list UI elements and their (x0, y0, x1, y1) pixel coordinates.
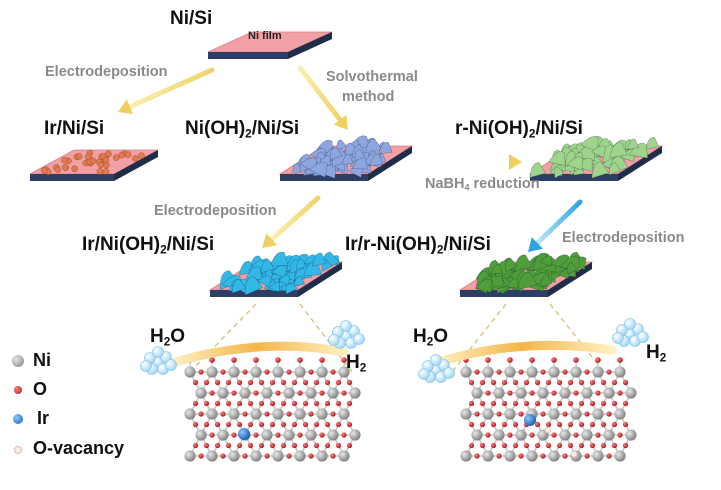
label-ir-r-niohh-ni-si: Ir/r-Ni(OH)2/Ni/Si (345, 234, 491, 257)
process-arrows (118, 65, 583, 252)
label-h2-left: H2 (346, 352, 367, 375)
zoom-line-left-a (189, 303, 257, 373)
arrow-to-ir-niohh-ni-si (262, 195, 321, 248)
reaction-curve-left (163, 341, 349, 369)
step-solvothermal-line2: method (342, 89, 395, 105)
zoom-guide-lines (189, 303, 605, 373)
r-niohh-flakes (529, 136, 660, 179)
zoom-line-right-b (549, 303, 605, 373)
legend-ir-label: Ir (37, 408, 50, 428)
legend-ni-label: Ni (33, 350, 51, 370)
label-ni-si: Ni/Si (170, 8, 213, 29)
niohh-flakes (292, 135, 393, 179)
legend-o-vacancy-dot (14, 446, 22, 454)
gas-bubbles (140, 318, 649, 383)
atomic-lattices (184, 357, 637, 462)
plate-r-niohh-ni-si (528, 136, 664, 181)
bubbles-h2-right (612, 318, 649, 347)
reaction-curves (163, 340, 617, 369)
zoom-line-right-a (451, 303, 507, 373)
ir-particles (40, 149, 145, 175)
ir-niohh-flakes (219, 251, 340, 296)
plate-niohh-ni-si (278, 135, 414, 181)
step-solvothermal-line1: Solvothermal (326, 69, 418, 85)
plate-ni-si (207, 31, 333, 59)
bubbles-h2o-right (418, 354, 455, 383)
label-h2o-right: H2O (413, 326, 449, 349)
plate-ir-niohh-ni-si (208, 251, 344, 297)
label-ni-film: Ni film (248, 30, 282, 42)
arrow-to-ir-ni-si (118, 67, 215, 115)
arrow-to-ir-r-niohh-ni-si (528, 199, 583, 252)
legend-ni-dot (12, 355, 24, 367)
label-h2o-left: H2O (150, 326, 186, 349)
ir-r-niohh-flakes (474, 251, 587, 295)
arrow-to-niohh-ni-si (297, 65, 348, 130)
legend-o-label: O (33, 379, 48, 399)
bubbles-h2o-left (140, 346, 177, 375)
label-ir-ni-si: Ir/Ni/Si (44, 118, 105, 139)
label-h2-right: H2 (646, 342, 667, 365)
reaction-curve-right (427, 340, 617, 369)
electrode-plates (29, 31, 664, 297)
label-ir-niohh-ni-si: Ir/Ni(OH)2/Ni/Si (82, 234, 215, 257)
step-electrodeposition-3: Electrodeposition (562, 230, 685, 246)
arrow-nabh4-reduction (429, 154, 522, 170)
legend-o-dot (14, 386, 22, 394)
plate-ir-r-niohh-ni-si (458, 251, 594, 297)
bubbles-h2-left (328, 320, 365, 349)
step-nabh4-reduction: NaBH4 reduction (425, 176, 540, 193)
label-r-niohh-ni-si: r-Ni(OH)2/Ni/Si (455, 118, 583, 141)
legend-ir-dot (13, 414, 23, 424)
legend-o-vacancy-label: O-vacancy (33, 438, 125, 458)
step-electrodeposition-2: Electrodeposition (154, 203, 277, 219)
plate-ir-ni-si (29, 149, 159, 181)
lattice-ir-r-niohh (460, 357, 637, 462)
label-niohh-ni-si: Ni(OH)2/Ni/Si (185, 118, 300, 141)
lattice-ir-niohh (184, 357, 361, 462)
step-electrodeposition-1: Electrodeposition (45, 64, 168, 80)
